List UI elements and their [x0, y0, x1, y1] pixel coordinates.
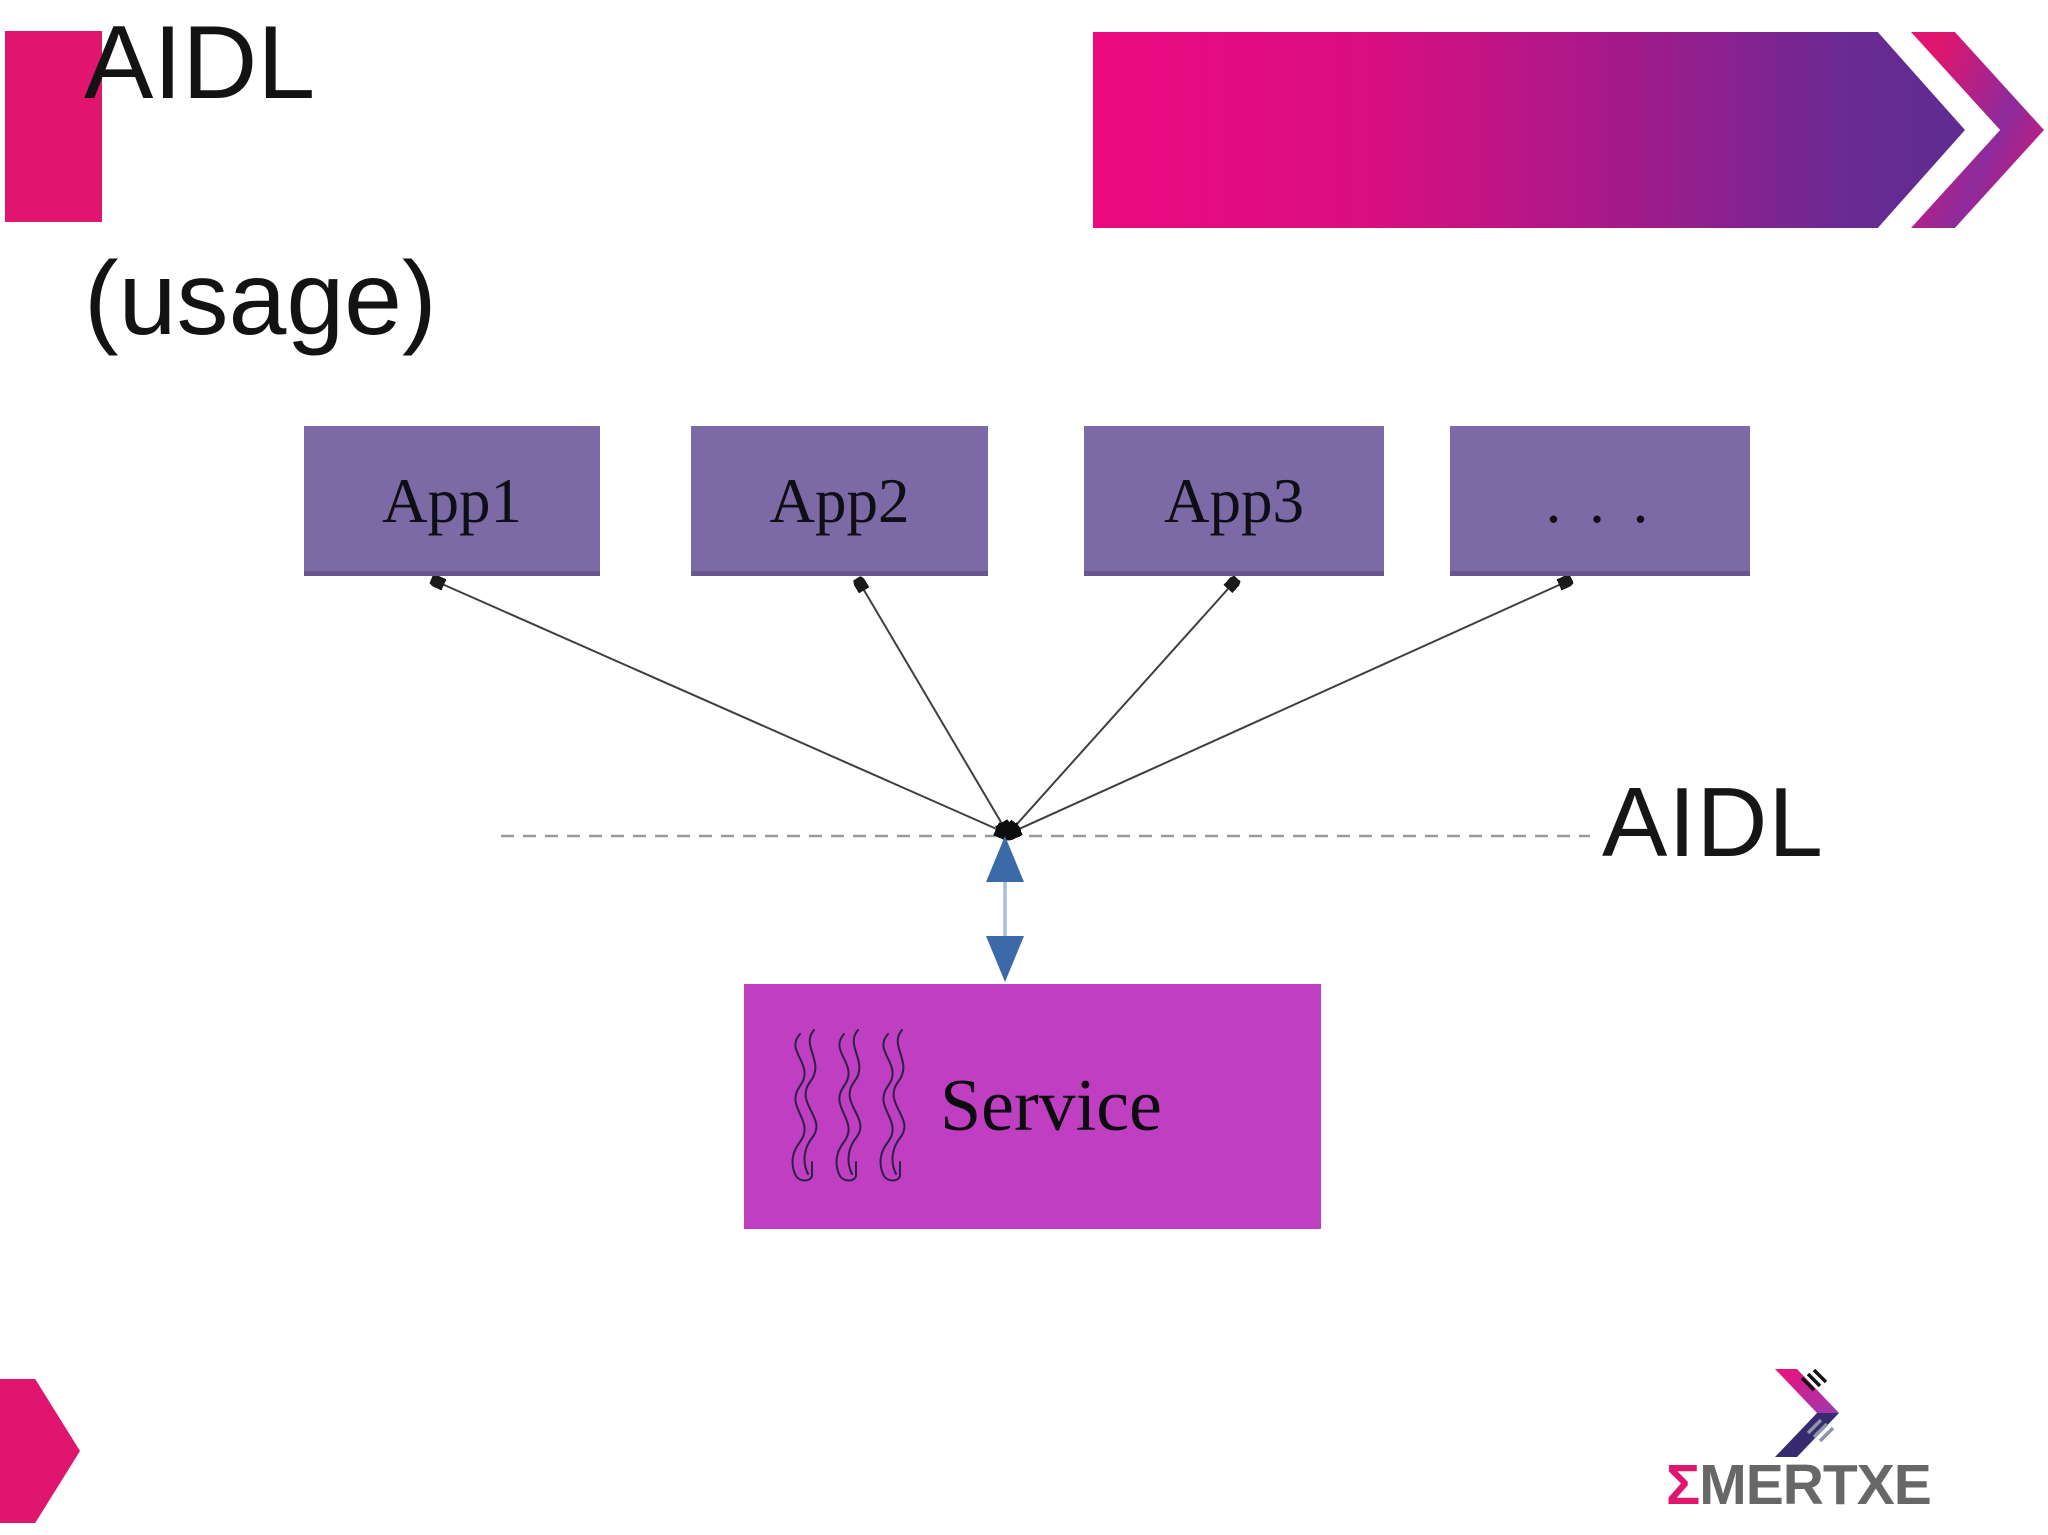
page-title-line1: AIDL	[84, 5, 316, 121]
node-app-ellipsis: . . .	[1450, 426, 1750, 576]
node-app1-label: App1	[382, 465, 522, 536]
threads-icon	[791, 1028, 906, 1181]
node-app1: App1	[304, 426, 600, 576]
footer-corner-arrow	[0, 1379, 80, 1523]
node-app2: App2	[691, 426, 988, 576]
emertxe-logo-chevron-icon	[1775, 1369, 1839, 1457]
header-banner-arrow	[1093, 32, 1965, 228]
node-app-ellipsis-label: . . .	[1545, 465, 1655, 536]
node-app3-label: App3	[1164, 465, 1304, 536]
service-double-arrow	[986, 836, 1024, 982]
logo-sigma: Σ	[1666, 1453, 1700, 1517]
page-title-line2: (usage)	[84, 241, 437, 357]
node-app2-label: App2	[769, 465, 910, 536]
logo-rest: MERTXE	[1699, 1453, 1932, 1517]
page-title: AIDL (usage)	[84, 4, 437, 358]
emertxe-logo-text: ΣMERTXE	[1666, 1452, 1932, 1518]
app-connector-lines	[433, 580, 1570, 834]
node-service-label: Service	[940, 1065, 1162, 1147]
title-accent-bar	[5, 31, 102, 222]
node-service: Service	[744, 984, 1321, 1229]
node-app3: App3	[1084, 426, 1384, 576]
aidl-interface-label: AIDL	[1602, 767, 1824, 877]
